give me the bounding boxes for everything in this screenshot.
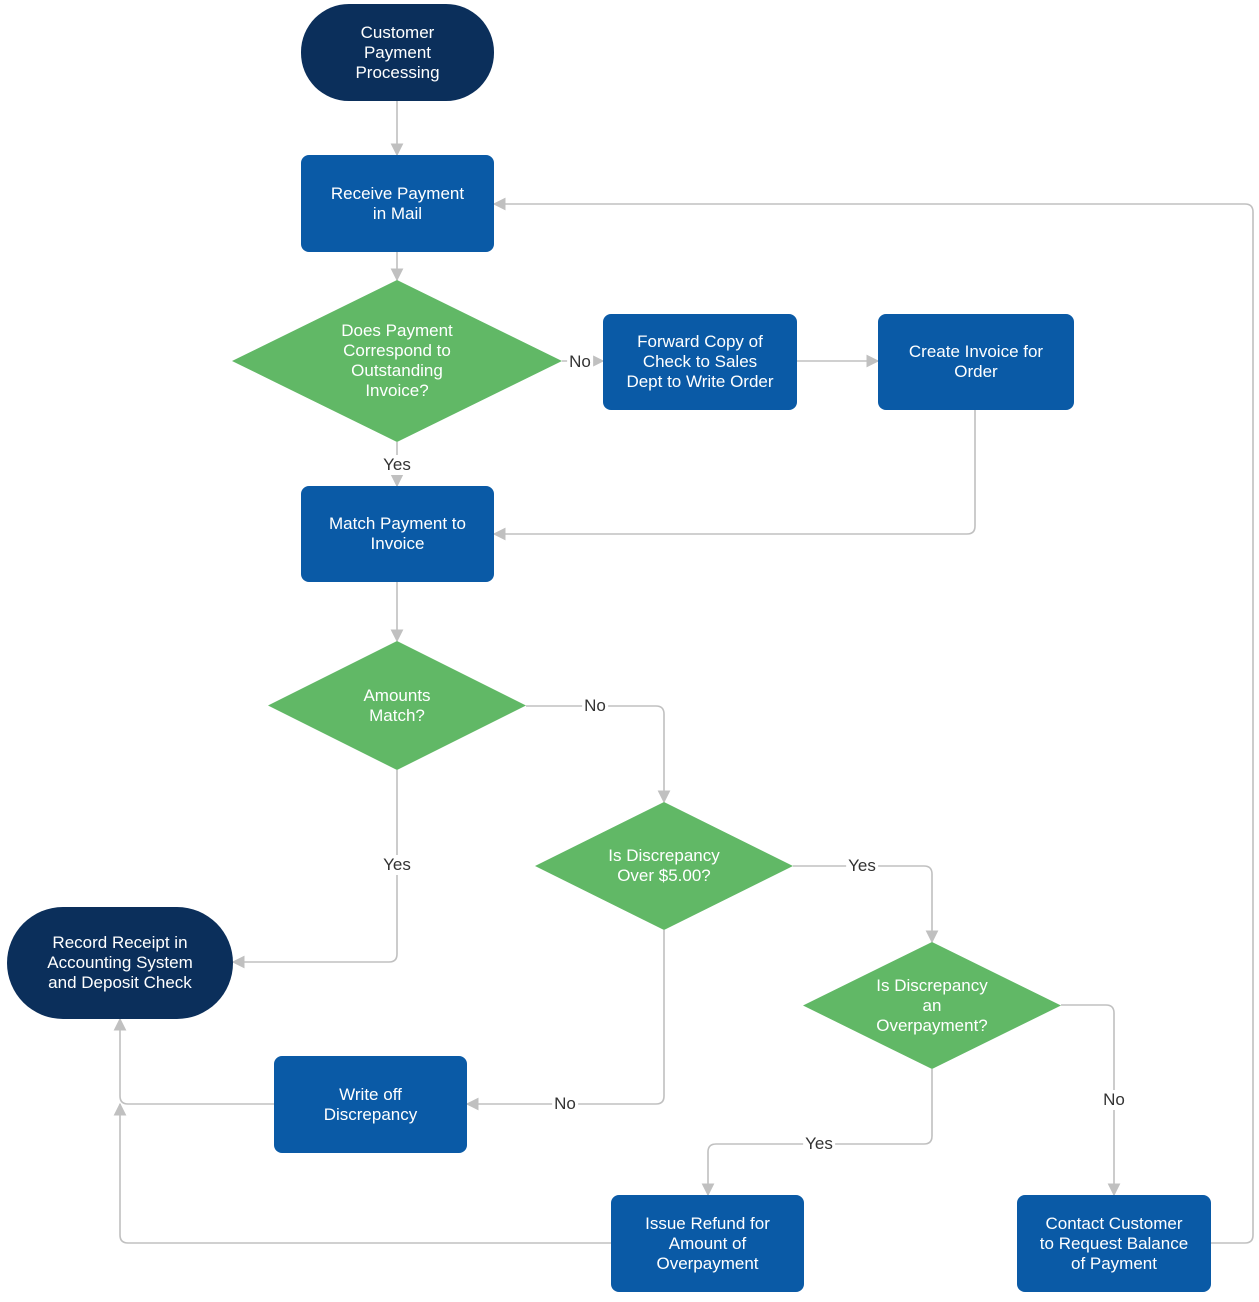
edge-label-amounts-yes: Yes xyxy=(381,855,413,875)
match-payment-node: Match Payment to Invoice xyxy=(301,486,494,582)
decision-diamond-shape xyxy=(268,641,526,770)
edge-label-overpay-yes: Yes xyxy=(803,1134,835,1154)
create-invoice-node: Create Invoice for Order xyxy=(878,314,1074,410)
write-off-node: Write off Discrepancy xyxy=(274,1056,467,1153)
contact-customer-node: Contact Customer to Request Balance of P… xyxy=(1017,1195,1211,1292)
edge-label-amounts-no: No xyxy=(582,696,608,716)
edge-amounts-question-to-record xyxy=(231,770,398,969)
edge-label-over5-yes: Yes xyxy=(846,856,878,876)
issue-refund-node: Issue Refund for Amount of Overpayment xyxy=(611,1195,804,1292)
overpay-question-text: Is Discrepancy an Overpayment? xyxy=(876,975,988,1035)
forward-copy-node: Forward Copy of Check to Sales Dept to W… xyxy=(603,314,797,410)
edge-over5-question-to-write-off xyxy=(465,930,665,1111)
amounts-question-node: Amounts Match? xyxy=(268,641,526,770)
start-node: Customer Payment Processing xyxy=(301,4,494,101)
receive-payment-node: Receive Payment in Mail xyxy=(301,155,494,252)
edge-write-off-to-record xyxy=(113,1017,274,1105)
invoice-question-text: Does Payment Correspond to Outstanding I… xyxy=(341,321,453,400)
amounts-question-text: Amounts Match? xyxy=(363,685,431,725)
over5-question-text: Is Discrepancy Over $5.00? xyxy=(608,846,720,885)
record-receipt-node: Record Receipt in Accounting System and … xyxy=(7,907,233,1019)
overpay-question-node: Is Discrepancy an Overpayment? xyxy=(803,942,1061,1069)
decision-diamond-shape xyxy=(232,280,562,442)
edge-refund-to-record xyxy=(113,1102,611,1244)
edge-contact-to-receive xyxy=(492,197,1254,1244)
edge-create-invoice-to-match xyxy=(492,410,976,541)
edge-overpay-question-to-refund xyxy=(701,1069,933,1197)
edge-label-invoice-no: No xyxy=(567,352,593,372)
decision-diamond-shape xyxy=(803,942,1061,1069)
decision-diamond-shape xyxy=(535,802,793,930)
edge-over5-question-to-overpay-question xyxy=(793,865,939,944)
over5-question-node: Is Discrepancy Over $5.00? xyxy=(535,802,793,930)
edge-label-invoice-yes: Yes xyxy=(381,455,413,475)
invoice-question-node: Does Payment Correspond to Outstanding I… xyxy=(232,280,562,442)
edge-label-overpay-no: No xyxy=(1101,1090,1127,1110)
edge-label-over5-no: No xyxy=(552,1094,578,1114)
edge-overpay-question-to-contact xyxy=(1061,1004,1121,1197)
edge-amounts-question-to-over5-question xyxy=(526,705,671,804)
